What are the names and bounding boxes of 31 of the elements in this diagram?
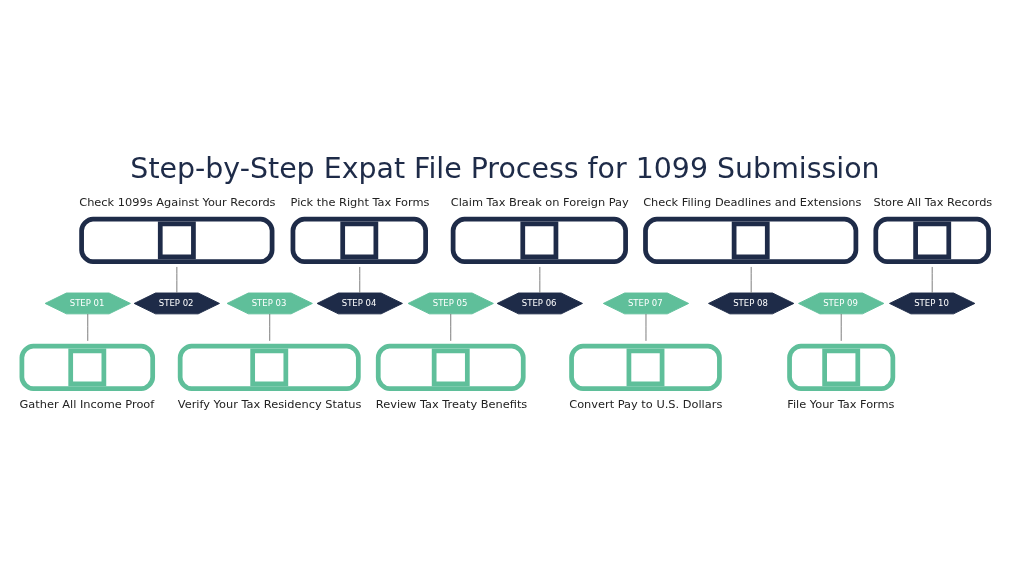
connector [645, 313, 647, 341]
connector [359, 265, 361, 293]
node-box [450, 216, 628, 264]
node-box [290, 216, 428, 264]
node-label: Gather All Income Proof [19, 396, 155, 411]
node-label: Review Tax Treaty Benefits [375, 396, 528, 411]
node-box [375, 343, 526, 391]
node-label: Pick the Right Tax Forms [290, 194, 430, 209]
node-box [19, 343, 156, 391]
node-label: Check Filing Deadlines and Extensions [643, 194, 862, 209]
node-label: Convert Pay to U.S. Dollars [569, 396, 723, 411]
connector [539, 265, 541, 293]
connector [269, 313, 271, 341]
diagram-title: Step-by-Step Expat File Process for 1099 Submission [130, 151, 880, 185]
node-label: Verify Your Tax Residency Status [177, 396, 362, 411]
node-label: File Your Tax Forms [787, 396, 895, 411]
node-box [79, 216, 275, 264]
connector [750, 265, 752, 293]
connector [87, 313, 89, 341]
node-label: Check 1099s Against Your Records [79, 194, 276, 209]
node-box [787, 343, 896, 391]
connector [450, 313, 452, 341]
connector [931, 265, 933, 293]
connector [840, 313, 842, 341]
node-box [873, 216, 991, 264]
node-label: Claim Tax Break on Foreign Pay [450, 194, 629, 209]
connector [176, 265, 178, 293]
node-box [177, 343, 361, 391]
node-box [569, 343, 722, 391]
node-label: Store All Tax Records [873, 194, 993, 209]
node-box [643, 216, 859, 264]
